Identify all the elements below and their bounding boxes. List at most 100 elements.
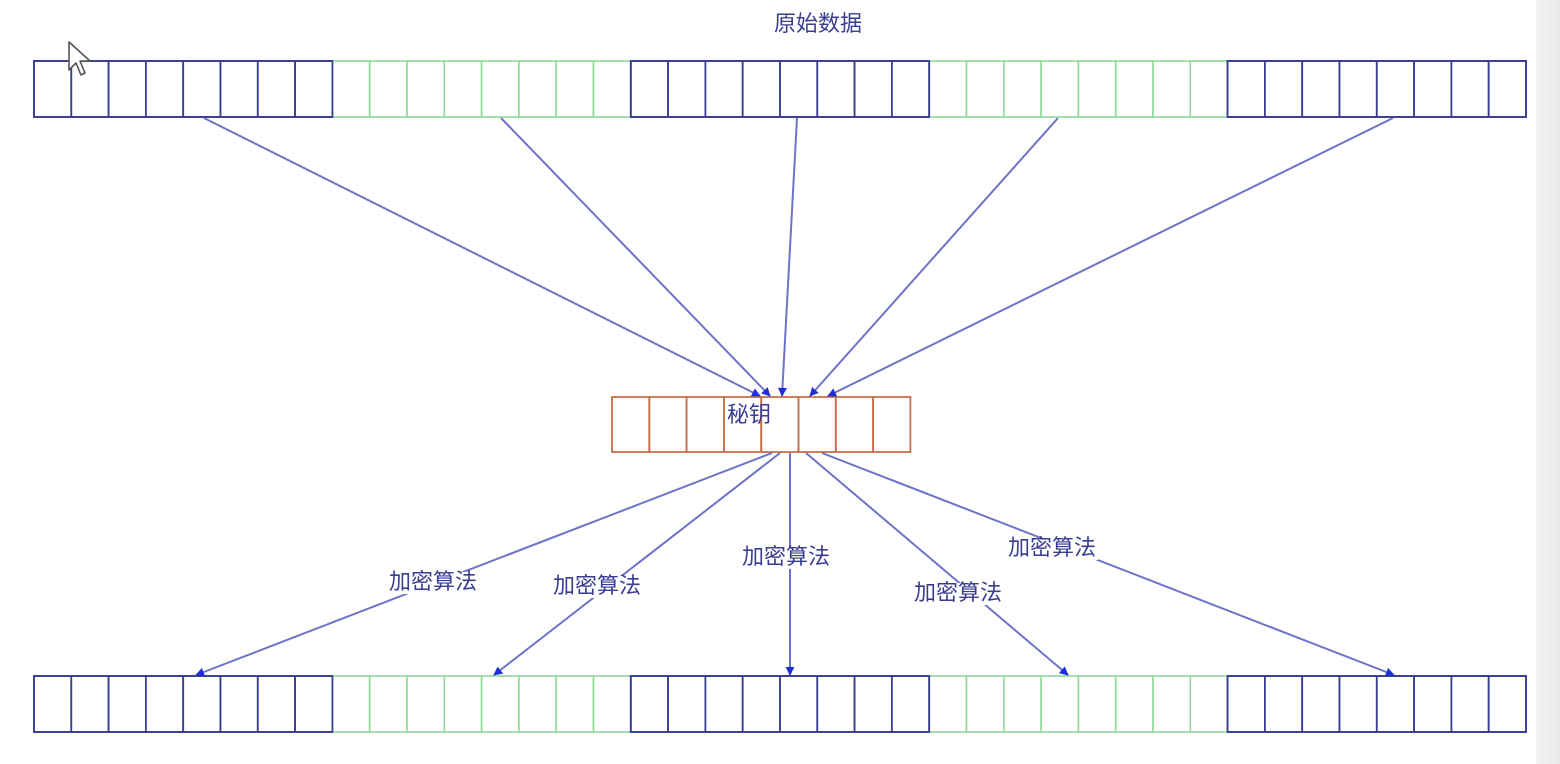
data-group-outline xyxy=(629,60,931,118)
algorithm-label-5: 加密算法 xyxy=(1006,536,1099,561)
data-cell xyxy=(331,60,371,118)
data-cell xyxy=(891,60,931,118)
data-cell xyxy=(853,60,893,118)
data-group-outline xyxy=(33,60,334,118)
arrow-to-key xyxy=(500,117,771,397)
data-cell xyxy=(1114,60,1154,118)
data-cell xyxy=(1264,675,1304,733)
arrow-to-output xyxy=(195,452,773,677)
data-cell xyxy=(1152,60,1192,118)
data-cell xyxy=(107,60,147,118)
data-cell xyxy=(555,675,595,733)
data-cell xyxy=(443,60,483,118)
key-label: 秘钥 xyxy=(727,403,772,428)
encrypted-data-row xyxy=(33,675,1527,733)
data-cell xyxy=(1487,60,1527,118)
data-cell xyxy=(368,675,408,733)
data-cell xyxy=(1002,60,1042,118)
data-cell xyxy=(555,60,595,118)
data-cell xyxy=(368,60,408,118)
data-cell xyxy=(331,675,371,733)
data-cell xyxy=(816,60,856,118)
data-cell xyxy=(480,60,520,118)
data-cell xyxy=(629,60,669,118)
data-cell xyxy=(779,675,819,733)
data-cell xyxy=(629,675,669,733)
data-cell xyxy=(518,675,558,733)
original-data-title: 原始数据 xyxy=(774,12,863,37)
data-cell xyxy=(891,675,931,733)
algorithm-label-4: 加密算法 xyxy=(912,581,1005,606)
data-cell xyxy=(1301,60,1341,118)
key-cell xyxy=(685,396,725,453)
data-cell xyxy=(928,675,968,733)
data-cell xyxy=(518,60,558,118)
data-cell xyxy=(1189,675,1229,733)
data-cell xyxy=(704,60,744,118)
key-cell xyxy=(648,396,688,453)
mouse-cursor-icon xyxy=(68,41,91,76)
data-cell xyxy=(1301,675,1341,733)
data-cell xyxy=(853,675,893,733)
data-cell xyxy=(1338,60,1378,118)
key-cell xyxy=(797,396,837,453)
arrow-to-output xyxy=(493,452,781,676)
data-cell xyxy=(1375,60,1416,118)
data-cell xyxy=(1002,675,1042,733)
data-cell xyxy=(1077,60,1117,118)
data-cell xyxy=(107,675,147,733)
data-cell xyxy=(741,675,781,733)
data-cell xyxy=(406,675,446,733)
data-cell xyxy=(1114,675,1154,733)
data-cell xyxy=(1413,675,1453,733)
data-cell xyxy=(294,675,334,733)
data-group-outline xyxy=(33,675,334,733)
data-cell xyxy=(219,60,259,118)
data-cell xyxy=(182,675,222,733)
data-cell xyxy=(1152,675,1192,733)
original-data-row xyxy=(33,60,1527,118)
data-cell xyxy=(592,675,632,733)
data-cell xyxy=(1450,60,1490,118)
data-cell xyxy=(592,60,632,118)
algorithm-label-3: 加密算法 xyxy=(740,545,833,570)
data-cell xyxy=(1077,675,1117,733)
data-cell xyxy=(965,675,1005,733)
data-cell xyxy=(33,60,73,118)
data-cell xyxy=(779,60,819,118)
data-cell xyxy=(1450,675,1490,733)
data-cell xyxy=(1338,675,1378,733)
data-cell xyxy=(1040,675,1080,733)
data-cell xyxy=(144,675,185,733)
data-cell xyxy=(1040,60,1080,118)
key-cell xyxy=(872,396,912,453)
data-group-outline xyxy=(1226,675,1527,733)
data-cell xyxy=(182,60,222,118)
data-cell xyxy=(33,675,73,733)
arrow-to-output xyxy=(805,452,1069,676)
data-cell xyxy=(704,675,744,733)
window-edge xyxy=(1536,0,1560,764)
data-cell xyxy=(1189,60,1229,118)
data-cell xyxy=(816,675,856,733)
data-group-outline xyxy=(1226,60,1527,118)
arrow-to-key xyxy=(809,117,1059,397)
data-cell xyxy=(1226,60,1266,118)
data-cell xyxy=(70,675,110,733)
data-cell xyxy=(1413,60,1453,118)
data-cell xyxy=(928,60,968,118)
data-cell xyxy=(741,60,781,118)
data-cell xyxy=(294,60,334,118)
data-group-outline xyxy=(629,675,931,733)
data-cell xyxy=(406,60,446,118)
data-cell xyxy=(256,60,296,118)
data-cell xyxy=(1375,675,1416,733)
data-cell xyxy=(480,675,520,733)
data-cell xyxy=(443,675,483,733)
data-cell xyxy=(965,60,1005,118)
data-cell xyxy=(1487,675,1527,733)
data-cell xyxy=(219,675,259,733)
key-cell xyxy=(611,396,651,453)
